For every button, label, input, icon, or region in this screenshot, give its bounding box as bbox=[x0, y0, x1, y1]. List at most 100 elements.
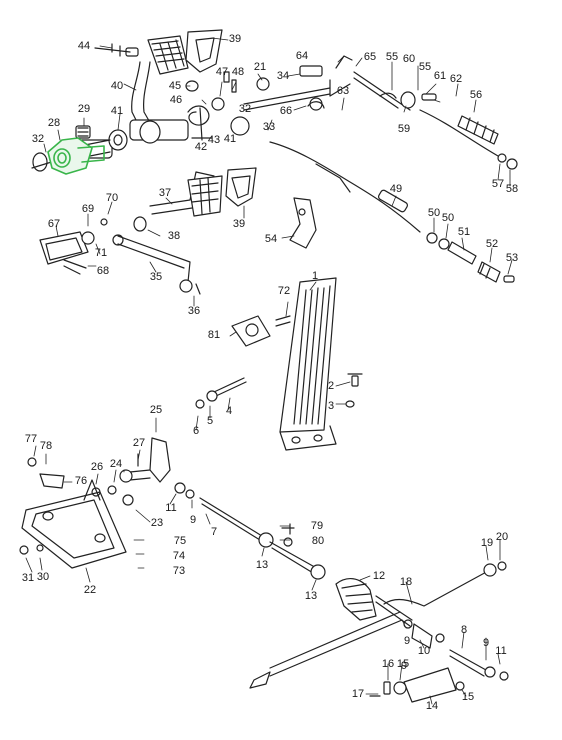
callout-76: 76 bbox=[74, 475, 88, 487]
callout-35: 35 bbox=[149, 271, 163, 283]
floor-pedal-base bbox=[19, 457, 127, 569]
callout-22: 22 bbox=[83, 584, 97, 596]
rubber-boot bbox=[335, 561, 507, 627]
callout-71: 71 bbox=[94, 247, 108, 259]
callout-34: 34 bbox=[276, 70, 290, 82]
callout-55b: 55 bbox=[418, 61, 432, 73]
callout-9b: 9 bbox=[403, 635, 411, 647]
callout-15a: 15 bbox=[396, 658, 410, 670]
callout-32b: 32 bbox=[238, 103, 252, 115]
callout-16: 16 bbox=[381, 658, 395, 670]
callout-8: 8 bbox=[460, 624, 468, 636]
callout-46: 46 bbox=[169, 94, 183, 106]
callout-12: 12 bbox=[372, 570, 386, 582]
callout-27: 27 bbox=[132, 437, 146, 449]
highlighted-bearing-bushing bbox=[47, 137, 105, 175]
callout-9a: 9 bbox=[189, 514, 197, 526]
callout-80: 80 bbox=[311, 535, 325, 547]
callout-77: 77 bbox=[24, 433, 38, 445]
callout-52: 52 bbox=[485, 238, 499, 250]
callout-69: 69 bbox=[81, 203, 95, 215]
callout-26: 26 bbox=[90, 461, 104, 473]
callout-31: 31 bbox=[21, 572, 35, 584]
pedal-bracket-plate bbox=[39, 218, 108, 275]
callout-50a: 50 bbox=[427, 207, 441, 219]
callout-11a: 11 bbox=[165, 502, 177, 514]
callout-47: 47 bbox=[215, 66, 229, 78]
callout-73: 73 bbox=[172, 565, 186, 577]
callout-58: 58 bbox=[505, 183, 519, 195]
callout-57: 57 bbox=[491, 178, 505, 190]
lever-arm bbox=[112, 234, 201, 295]
callout-25: 25 bbox=[149, 404, 163, 416]
callout-68: 68 bbox=[96, 265, 110, 277]
callout-23: 23 bbox=[150, 517, 164, 529]
callout-39a: 39 bbox=[228, 33, 242, 45]
callout-10: 10 bbox=[417, 645, 431, 657]
callout-36: 36 bbox=[187, 305, 201, 317]
callout-37: 37 bbox=[158, 187, 172, 199]
callout-7: 7 bbox=[210, 526, 218, 538]
brake-pedal-assembly bbox=[133, 167, 257, 232]
callout-21: 21 bbox=[253, 61, 267, 73]
callout-64: 64 bbox=[295, 50, 309, 62]
callout-67: 67 bbox=[47, 218, 61, 230]
callout-42: 42 bbox=[194, 141, 208, 153]
mounting-bracket bbox=[289, 197, 317, 249]
callout-70: 70 bbox=[105, 192, 119, 204]
coupling-lever bbox=[369, 667, 465, 703]
callout-72: 72 bbox=[277, 285, 291, 297]
callout-48: 48 bbox=[231, 66, 245, 78]
callout-32a: 32 bbox=[31, 133, 45, 145]
shift-rod bbox=[174, 482, 326, 580]
shift-lever-bracket bbox=[91, 437, 171, 506]
callout-41a: 41 bbox=[110, 105, 124, 117]
callout-11b: 11 bbox=[495, 645, 507, 657]
callout-3: 3 bbox=[327, 400, 335, 412]
callout-55a: 55 bbox=[385, 51, 399, 63]
callout-54: 54 bbox=[264, 233, 278, 245]
callout-53: 53 bbox=[505, 252, 519, 264]
callout-9c: 9 bbox=[400, 660, 408, 672]
callout-39b: 39 bbox=[232, 218, 246, 230]
callout-61: 61 bbox=[433, 70, 447, 82]
callout-81: 81 bbox=[207, 329, 221, 341]
pedal-mount-plate bbox=[231, 315, 363, 408]
callout-65: 65 bbox=[363, 51, 377, 63]
callout-5: 5 bbox=[206, 415, 214, 427]
callout-45: 45 bbox=[168, 80, 182, 92]
callout-60: 60 bbox=[402, 53, 416, 65]
boot-and-sleeve bbox=[426, 115, 518, 283]
linkage-rod bbox=[195, 377, 247, 409]
callout-13b: 13 bbox=[304, 590, 318, 602]
accelerator-pedal bbox=[279, 277, 337, 451]
callout-44: 44 bbox=[77, 40, 91, 52]
throttle-cable bbox=[269, 55, 499, 233]
pedal-shaft-assembly bbox=[31, 119, 189, 172]
callout-30: 30 bbox=[36, 571, 50, 583]
callout-43: 43 bbox=[207, 134, 221, 146]
callout-18: 18 bbox=[399, 576, 413, 588]
callout-63: 63 bbox=[336, 85, 350, 97]
callout-49: 49 bbox=[389, 183, 403, 195]
callout-38: 38 bbox=[167, 230, 181, 242]
callout-2: 2 bbox=[327, 380, 335, 392]
callout-20: 20 bbox=[495, 531, 509, 543]
callout-4: 4 bbox=[225, 405, 233, 417]
callout-9d: 9 bbox=[482, 637, 490, 649]
callout-79: 79 bbox=[310, 520, 324, 532]
callout-62: 62 bbox=[449, 73, 463, 85]
callout-33: 33 bbox=[262, 121, 276, 133]
callout-29: 29 bbox=[77, 103, 91, 115]
callout-19: 19 bbox=[480, 537, 494, 549]
callout-75: 75 bbox=[173, 535, 187, 547]
callout-1: 1 bbox=[311, 270, 319, 282]
callout-66: 66 bbox=[279, 105, 293, 117]
callout-41b: 41 bbox=[223, 133, 237, 145]
callout-17: 17 bbox=[351, 688, 365, 700]
callout-51: 51 bbox=[457, 226, 471, 238]
callout-74: 74 bbox=[172, 550, 186, 562]
callout-50b: 50 bbox=[441, 212, 455, 224]
